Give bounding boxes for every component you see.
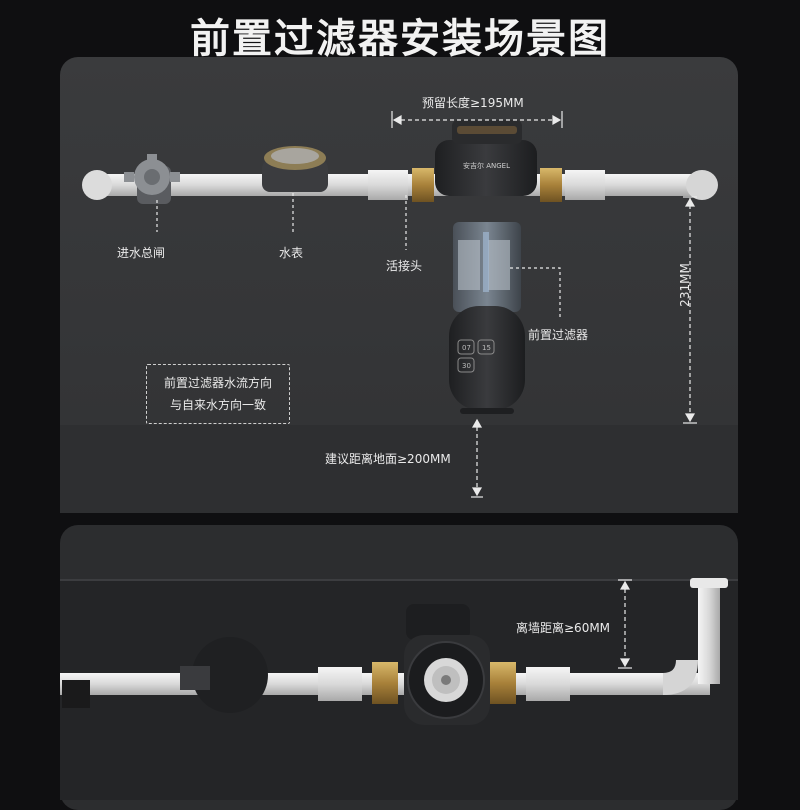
brand-mark: 安吉尔 ANGEL [463, 161, 510, 170]
label-union-joint: 活接头 [386, 259, 423, 273]
label-prefilter: 前置过滤器 [528, 328, 589, 342]
ground-distance-dimension [471, 418, 483, 498]
dial-digit-0: 07 [462, 344, 471, 352]
prefilter-leader [510, 267, 561, 318]
label-inlet-valve: 进水总闸 [117, 246, 166, 260]
bottom-prefilter-icon [404, 604, 490, 725]
union-joint-left [368, 168, 434, 202]
bottom-coupling-right [526, 667, 570, 701]
label-water-meter: 水表 [279, 246, 304, 260]
bottom-meter-icon [180, 637, 268, 713]
bottom-coupling-left [318, 667, 362, 701]
label-reserve-length: 预留长度≥195MM [422, 96, 524, 110]
reserve-length-dimension [391, 111, 563, 128]
flow-direction-note: 前置过滤器水流方向 与自来水方向一致 [146, 364, 290, 424]
dial-digit-1: 15 [482, 344, 491, 352]
prefilter-icon: 安吉尔 ANGEL 07 15 30 [435, 120, 537, 414]
floor-area [60, 425, 738, 513]
note-line-1: 前置过滤器水流方向 [163, 376, 272, 390]
dial-digit-2: 30 [462, 362, 471, 370]
union-joint-right [540, 168, 605, 202]
bottom-riser-pipe [663, 578, 728, 695]
wall-distance-dimension [618, 579, 632, 669]
page-title: 前置过滤器安装场景图 [190, 16, 610, 62]
label-wall-distance: 离墙距离≥60MM [516, 621, 611, 635]
height-dimension [683, 196, 697, 424]
bottom-union-right [490, 662, 516, 704]
bottom-union-left [372, 662, 398, 704]
label-ground-distance: 建议距离地面≥200MM [325, 452, 451, 466]
inlet-valve-icon [124, 154, 180, 204]
note-line-2: 与自来水方向一致 [169, 398, 266, 412]
water-meter-icon [262, 146, 328, 192]
